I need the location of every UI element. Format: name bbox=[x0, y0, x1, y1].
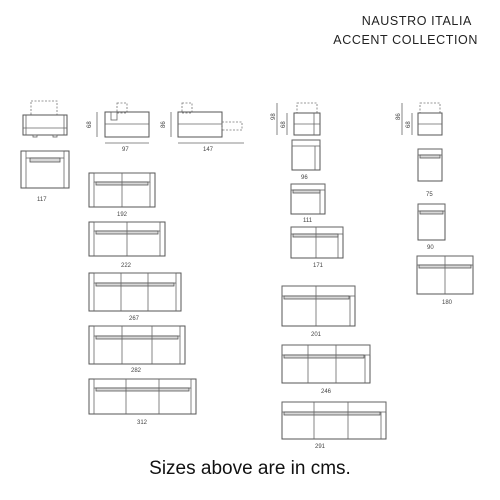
arm-module-291 bbox=[281, 401, 387, 440]
corner-height-2-label: 68 bbox=[281, 121, 287, 128]
corner-height-1-label: 98 bbox=[271, 113, 277, 120]
end-height-1-label: 86 bbox=[396, 113, 402, 120]
recliner-side-profile bbox=[170, 102, 244, 144]
sofa-312-label: 312 bbox=[137, 420, 148, 426]
end-height-2-label: 68 bbox=[406, 121, 412, 128]
sofa-282-label: 282 bbox=[131, 368, 142, 374]
armchair-width-label: 117 bbox=[37, 197, 47, 203]
side-height-label: 68 bbox=[87, 121, 93, 128]
arm-module-111 bbox=[290, 183, 326, 215]
end-75-label: 75 bbox=[426, 192, 433, 198]
arm-module-246 bbox=[281, 344, 371, 384]
arm-201-label: 201 bbox=[311, 332, 322, 338]
sofa-267 bbox=[88, 272, 182, 312]
sofa-222-label: 222 bbox=[121, 263, 132, 269]
arm-246-label: 246 bbox=[321, 389, 332, 395]
arm-96-label: 96 bbox=[301, 175, 308, 181]
corner-side-profile bbox=[276, 102, 321, 136]
end-module-75 bbox=[417, 148, 443, 182]
armchair-side-view bbox=[22, 100, 68, 138]
sofa-side-profile bbox=[96, 102, 150, 144]
end-module-90 bbox=[417, 203, 446, 241]
arm-291-label: 291 bbox=[315, 444, 326, 450]
units-note: Sizes above are in cms. bbox=[149, 458, 351, 479]
end-90-label: 90 bbox=[427, 245, 434, 251]
sofa-282 bbox=[88, 325, 186, 365]
arm-module-96 bbox=[291, 139, 321, 171]
recliner-extended-label: 147 bbox=[203, 147, 214, 153]
sofa-192 bbox=[88, 172, 156, 208]
arm-111-label: 111 bbox=[303, 218, 313, 224]
recliner-height-label: 86 bbox=[161, 121, 167, 128]
end-module-180 bbox=[416, 255, 474, 295]
armchair-top-view bbox=[20, 150, 70, 189]
end-side-profile bbox=[401, 102, 443, 136]
sofa-192-label: 192 bbox=[117, 212, 128, 218]
brand-name: NAUSTRO ITALIA bbox=[361, 14, 472, 28]
collection-name: ACCENT COLLECTION bbox=[333, 33, 478, 47]
sofa-267-label: 267 bbox=[129, 316, 140, 322]
sofa-222 bbox=[88, 221, 166, 257]
sofa-312 bbox=[88, 378, 197, 415]
side-depth-label: 97 bbox=[122, 147, 129, 153]
arm-module-201 bbox=[281, 285, 356, 327]
arm-171-label: 171 bbox=[313, 263, 324, 269]
end-180-label: 180 bbox=[442, 300, 453, 306]
arm-module-171 bbox=[290, 226, 344, 259]
